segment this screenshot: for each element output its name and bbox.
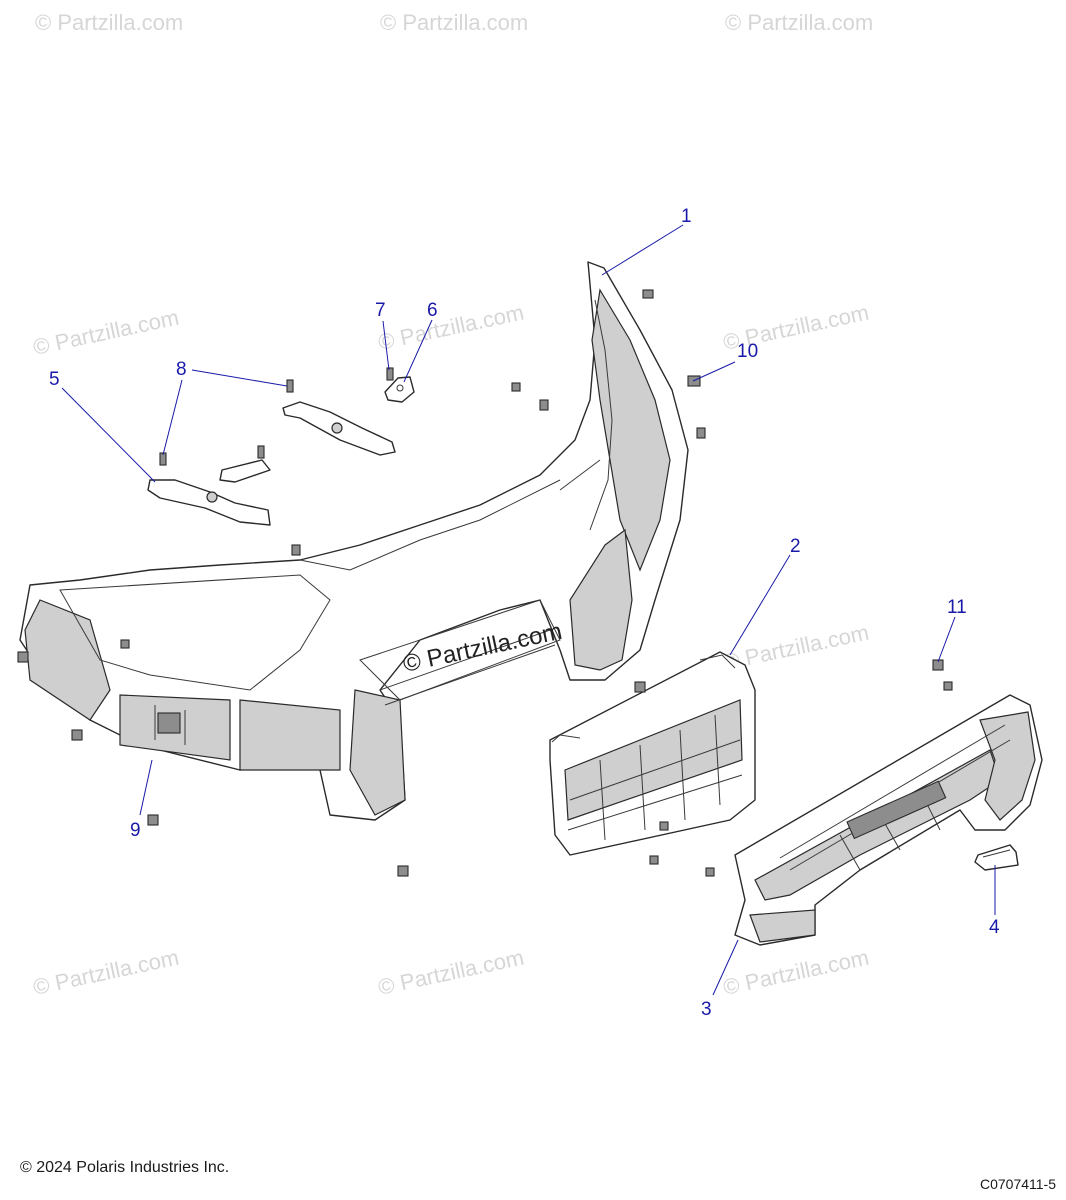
callout-10[interactable]: 10 (737, 341, 758, 362)
watermark: © Partzilla.com (380, 10, 528, 35)
watermark: © Partzilla.com (725, 10, 873, 35)
callout-1[interactable]: 1 (681, 206, 692, 227)
bracket-5 (147, 459, 271, 526)
bracket-6 (384, 376, 415, 403)
grille (549, 651, 756, 856)
callout-labels: 1 2 3 4 5 6 7 8 9 10 11 (49, 206, 1000, 1020)
callout-2[interactable]: 2 (790, 536, 801, 557)
callout-7[interactable]: 7 (375, 300, 386, 321)
bracket-4 (974, 844, 1019, 871)
copyright-text: © 2024 Polaris Industries Inc. (20, 1159, 230, 1176)
callout-9[interactable]: 9 (130, 820, 141, 841)
callout-3[interactable]: 3 (701, 999, 712, 1020)
watermark: © Partzilla.com (376, 945, 526, 1000)
watermark: © Partzilla.com (31, 945, 181, 1000)
brace-8 (282, 401, 396, 456)
callout-8[interactable]: 8 (176, 359, 187, 380)
callout-11[interactable]: 11 (947, 597, 967, 618)
callout-4[interactable]: 4 (989, 917, 1000, 938)
leader-lines (61, 224, 996, 996)
watermark: © Partzilla.com (376, 300, 526, 355)
watermark: © Partzilla.com (721, 945, 871, 1000)
bumper-assembly (19, 261, 689, 821)
watermark: © Partzilla.com (35, 10, 183, 35)
diagram-code: C0707411-5 (979, 1176, 1056, 1192)
fasteners (17, 289, 953, 877)
lower-fascia (734, 694, 1043, 946)
callout-6[interactable]: 6 (427, 300, 438, 321)
watermark: © Partzilla.com (31, 305, 181, 360)
callout-5[interactable]: 5 (49, 369, 60, 390)
